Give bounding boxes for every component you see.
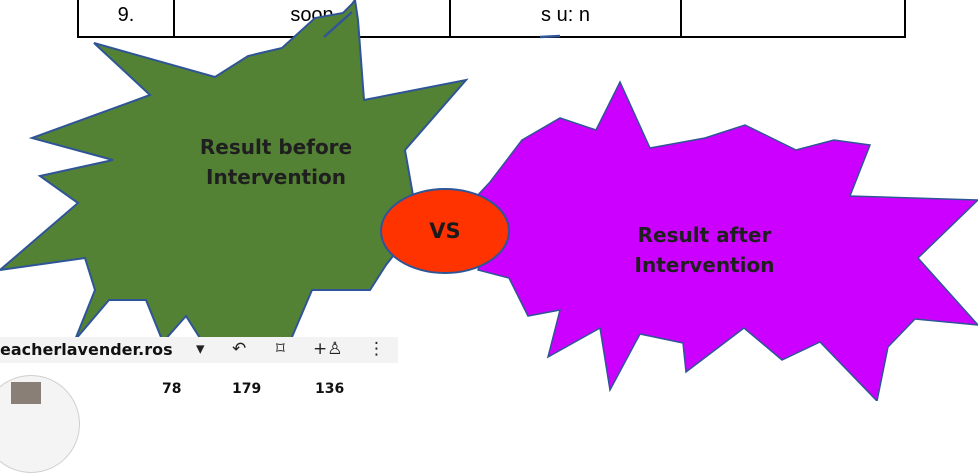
posts-count: 78 <box>162 381 182 397</box>
before-label: Result before Intervention <box>166 132 386 192</box>
vs-label: VS <box>429 219 461 243</box>
after-label-line1: Result after <box>637 223 772 247</box>
dropdown-icon[interactable]: ▾ <box>196 339 205 359</box>
profile-screenshot: eacherlavender.ros ▾ ↶ ⌑ +♙ ⋮ 78 179 136 <box>0 337 398 473</box>
after-label-line2: Intervention <box>634 253 775 277</box>
more-icon[interactable]: ⋮ <box>368 339 385 359</box>
profile-username[interactable]: eacherlavender.ros <box>0 340 173 359</box>
profile-header-bar <box>0 337 398 363</box>
avatar-photo <box>11 382 41 404</box>
avatar[interactable] <box>0 375 80 473</box>
vs-circle <box>380 188 510 274</box>
after-label: Result after Intervention <box>592 220 817 280</box>
following-count[interactable]: 136 <box>315 381 345 397</box>
word-table: 9. soon s u: n <box>77 0 906 38</box>
after-starburst-shape <box>460 80 978 401</box>
add-person-icon[interactable]: +♙ <box>313 339 343 359</box>
starburst-graphics <box>0 0 978 401</box>
table-cell-transcription: s u: n <box>451 0 682 36</box>
history-icon[interactable]: ↶ <box>232 339 247 359</box>
table-cell-number: 9. <box>79 0 175 36</box>
followers-count[interactable]: 179 <box>232 381 262 397</box>
bookmark-icon[interactable]: ⌑ <box>276 339 285 359</box>
before-label-line2: Intervention <box>206 165 346 189</box>
before-label-line1: Result before <box>199 135 353 159</box>
